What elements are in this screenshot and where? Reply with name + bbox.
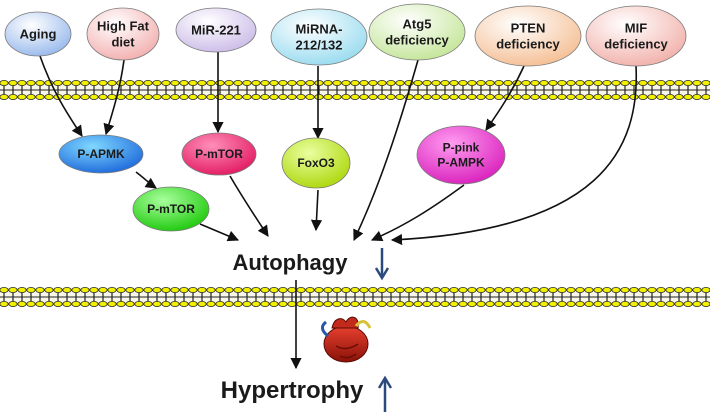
- membrane-bottom: [0, 286, 710, 307]
- edges: [39, 52, 638, 370]
- node-shape-high-fat-diet: [86, 7, 160, 61]
- autophagy-down-arrow-icon: [374, 248, 390, 281]
- node-p-mtor-lower: P-mTOR: [132, 186, 210, 232]
- node-aging: Aging: [4, 11, 72, 57]
- node-shape-p-apmk: [58, 134, 144, 174]
- edge-foxo3-to-autophagy: [310, 189, 323, 232]
- edge-p-pink-p-ampk-to-autophagy: [370, 184, 465, 242]
- node-mir-221: MiR-221: [175, 7, 257, 53]
- hypertrophy-label: Hypertrophy: [221, 377, 364, 404]
- membrane-top: [0, 80, 710, 101]
- node-shape-p-mtor-upper: [181, 132, 257, 176]
- node-p-mtor-upper: P-mTOR: [181, 132, 257, 176]
- edge-p-mtor-lower-to-autophagy: [199, 223, 240, 242]
- edge-p-apmk-to-p-mtor-lower: [135, 171, 157, 189]
- hypertrophy-up-arrow-icon: [377, 375, 393, 412]
- node-shape-pten-deficiency: [474, 5, 582, 67]
- node-shape-p-pink-p-ampk: [416, 125, 506, 185]
- edge-mif-deficiency-to-autophagy: [390, 65, 638, 246]
- node-shape-mif-deficiency: [585, 5, 687, 67]
- edge-pten-deficiency-to-p-pink-p-ampk: [485, 65, 525, 131]
- edge-high-fat-diet-to-p-apmk: [103, 59, 125, 136]
- edge-p-mtor-upper-to-autophagy: [229, 175, 269, 237]
- node-shape-aging: [4, 11, 72, 57]
- node-shape-p-mtor-lower: [132, 186, 210, 232]
- node-mirna-212-132: MiRNA-212/132: [270, 8, 368, 66]
- edge-atg5-deficiency-to-autophagy: [353, 59, 419, 242]
- node-shape-foxo3: [281, 137, 351, 189]
- autophagy-label: Autophagy: [233, 250, 349, 275]
- node-foxo3: FoxO3: [281, 137, 351, 189]
- node-shape-mirna-212-132: [270, 8, 368, 66]
- heart-icon: [321, 316, 372, 363]
- node-p-apmk: P-APMK: [58, 134, 144, 174]
- edge-aging-to-p-apmk: [39, 55, 83, 137]
- node-shape-mir-221: [175, 7, 257, 53]
- node-shape-atg5-deficiency: [368, 3, 466, 61]
